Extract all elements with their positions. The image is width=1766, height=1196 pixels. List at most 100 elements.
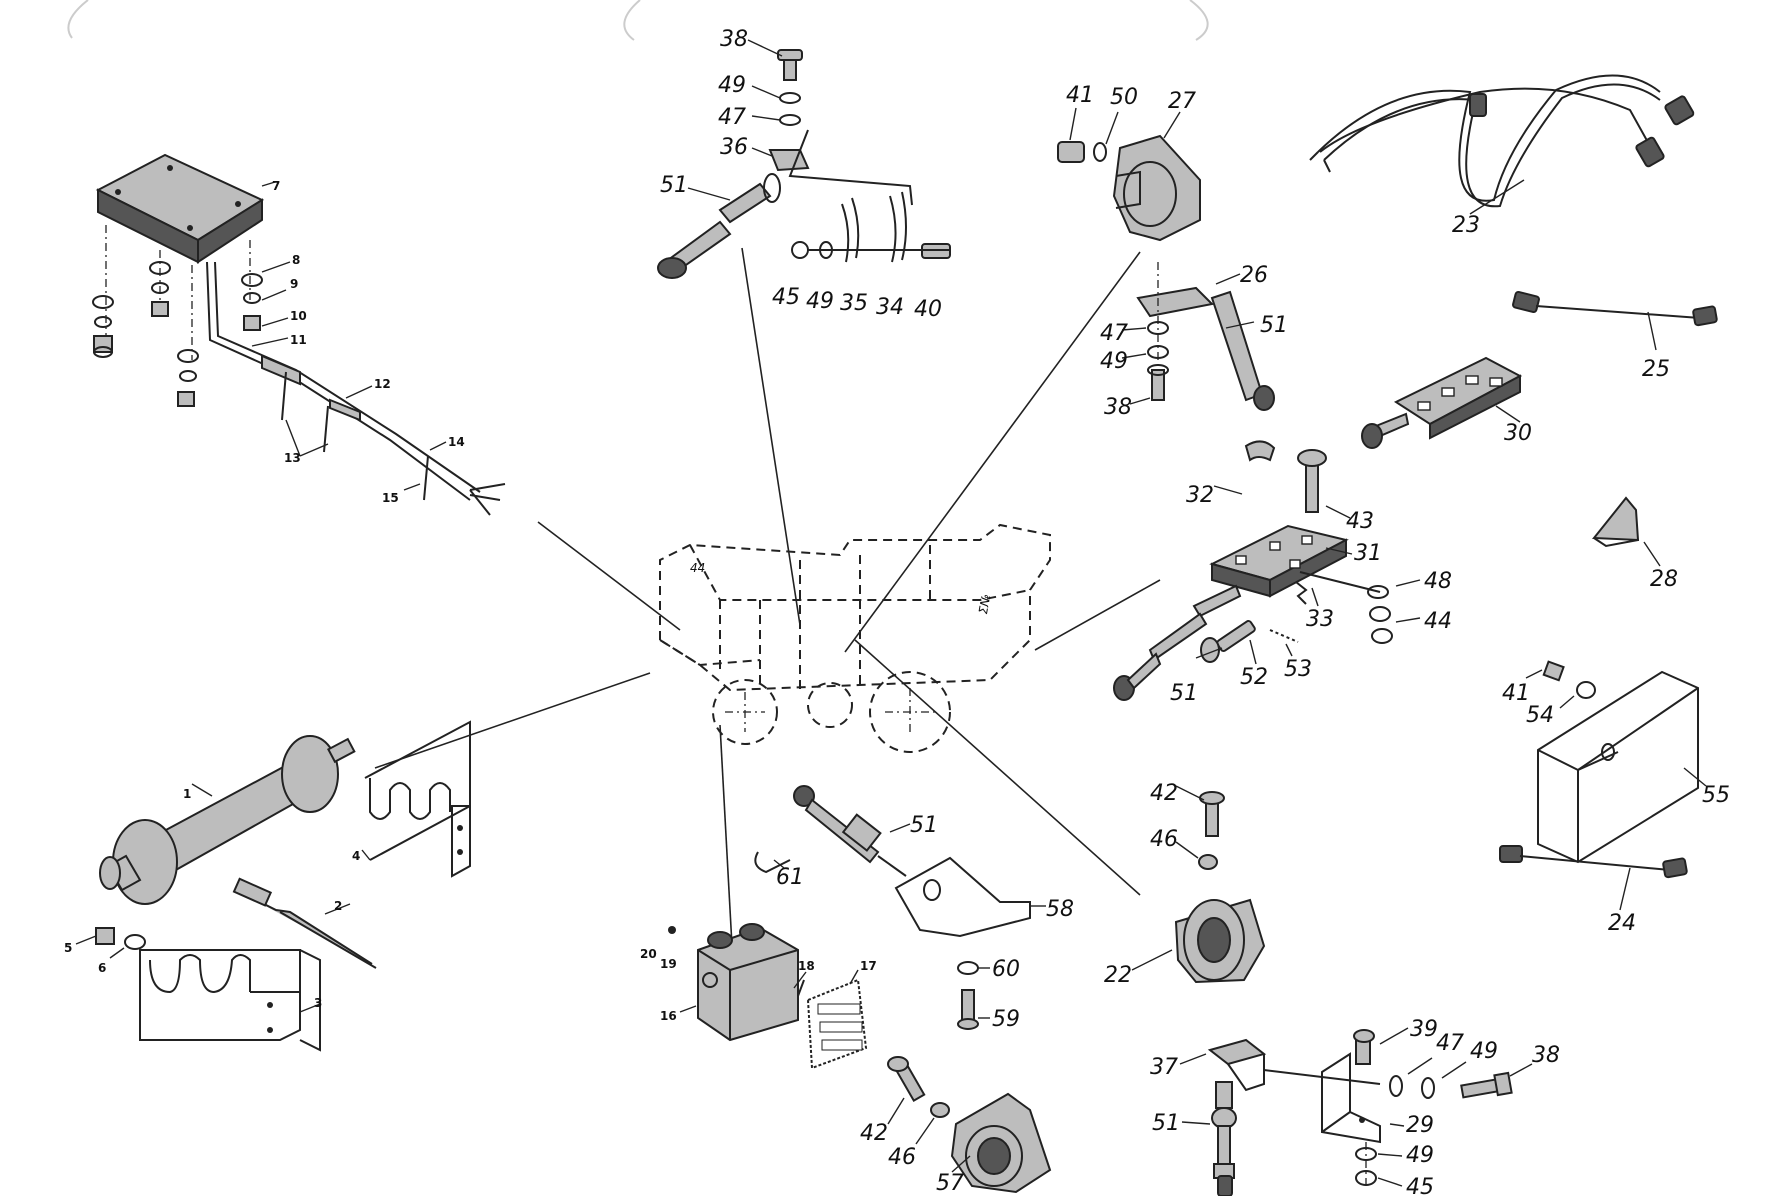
callout-5: 5 xyxy=(64,941,72,955)
callout-51: 51 xyxy=(1260,313,1288,338)
callout-61: 61 xyxy=(776,865,804,890)
callout-18: 18 xyxy=(798,959,815,973)
callout-59: 59 xyxy=(992,1007,1020,1032)
callout-29: 29 xyxy=(1406,1113,1434,1138)
callout-58: 58 xyxy=(1046,897,1074,922)
callout-28: 28 xyxy=(1650,567,1678,592)
callout-38: 38 xyxy=(720,27,748,52)
callout-49: 49 xyxy=(806,289,834,314)
callout-31: 31 xyxy=(1354,541,1382,566)
binder-holes xyxy=(67,0,1209,41)
callout-36: 36 xyxy=(720,135,748,160)
callout-10: 10 xyxy=(290,309,307,323)
callout-42: 42 xyxy=(860,1121,888,1146)
callout-4: 4 xyxy=(352,849,360,863)
callout-51: 51 xyxy=(1170,681,1198,706)
callout-50: 50 xyxy=(1110,85,1138,110)
callout-16: 16 xyxy=(660,1009,677,1023)
bracket-58-assembly xyxy=(754,785,1046,1030)
callout-49: 49 xyxy=(1406,1143,1434,1168)
callout-43: 43 xyxy=(1346,509,1374,534)
callout-55: 55 xyxy=(1702,783,1730,808)
callout-48: 48 xyxy=(1424,569,1452,594)
callout-2: 2 xyxy=(334,899,342,913)
callout-8: 8 xyxy=(292,253,300,267)
callout-32: 32 xyxy=(1186,483,1214,508)
callout-11: 11 xyxy=(290,333,307,347)
cab-mark: Σ№ xyxy=(976,593,993,615)
callout-52: 52 xyxy=(1240,665,1268,690)
mounting-plate-31-assembly xyxy=(1113,440,1421,701)
callout-1: 1 xyxy=(183,787,191,801)
callout-41: 41 xyxy=(1066,83,1094,108)
callout-49: 49 xyxy=(1100,349,1128,374)
callout-labels: 1 2 3 4 5 6 7 8 9 10 11 12 13 14 15 16 1… xyxy=(64,27,1730,1196)
callout-9: 9 xyxy=(290,277,298,291)
callout-37: 37 xyxy=(1150,1055,1178,1080)
callout-39: 39 xyxy=(1410,1017,1438,1042)
callout-12: 12 xyxy=(374,377,391,391)
flange-assembly-57 xyxy=(887,1056,1052,1194)
callout-38: 38 xyxy=(1532,1043,1560,1068)
callout-35: 35 xyxy=(840,291,868,316)
callout-22: 22 xyxy=(1104,963,1132,988)
angle-bracket-28 xyxy=(1591,496,1661,567)
flange-assembly-27 xyxy=(1057,107,1201,242)
callout-13: 13 xyxy=(284,451,301,465)
junction-box-16 xyxy=(668,923,868,1070)
callout-47: 47 xyxy=(718,105,746,130)
callout-49: 49 xyxy=(1470,1039,1498,1064)
callout-6: 6 xyxy=(98,961,106,975)
callout-27: 27 xyxy=(1168,89,1196,114)
cable-25 xyxy=(1512,290,1718,351)
machine-outline: 44 Σ№ xyxy=(659,523,1051,753)
callout-40: 40 xyxy=(914,297,942,322)
callout-46: 46 xyxy=(1150,827,1178,852)
callout-41: 41 xyxy=(1502,681,1530,706)
bracket-37-29-assembly xyxy=(1179,1027,1533,1196)
callout-47: 47 xyxy=(1436,1031,1464,1056)
callout-23: 23 xyxy=(1452,213,1480,238)
callout-14: 14 xyxy=(448,435,465,449)
sensor-bracket-assembly xyxy=(657,39,951,279)
flange-assembly-22 xyxy=(1131,785,1266,984)
callout-44: 44 xyxy=(1424,609,1452,634)
callout-60: 60 xyxy=(992,957,1020,982)
callout-53: 53 xyxy=(1284,657,1312,682)
callout-17: 17 xyxy=(860,959,877,973)
callout-51: 51 xyxy=(910,813,938,838)
reference-rays xyxy=(374,247,1161,947)
control-box-30 xyxy=(1361,356,1523,449)
bracket-26-assembly xyxy=(1121,262,1275,411)
callout-57: 57 xyxy=(936,1171,964,1196)
callout-30: 30 xyxy=(1504,421,1532,446)
callout-3: 3 xyxy=(314,996,322,1010)
callout-7: 7 xyxy=(272,179,280,193)
wiring-harness-23 xyxy=(1309,74,1695,215)
washer-icon xyxy=(92,261,263,407)
channel-bracket-55 xyxy=(1525,660,1707,864)
cab-mark: 44 xyxy=(690,561,705,575)
callout-42: 42 xyxy=(1150,781,1178,806)
callout-19: 19 xyxy=(660,957,677,971)
callout-51: 51 xyxy=(660,173,688,198)
callout-49: 49 xyxy=(718,73,746,98)
callout-45: 45 xyxy=(1406,1175,1434,1196)
callout-15: 15 xyxy=(382,491,399,505)
pedal-plate-assembly xyxy=(92,153,506,516)
cable-24 xyxy=(1499,845,1688,911)
callout-33: 33 xyxy=(1306,607,1334,632)
callout-45: 45 xyxy=(772,285,800,310)
callout-46: 46 xyxy=(888,1145,916,1170)
sensor-tube-assembly xyxy=(75,720,471,1052)
callout-20: 20 xyxy=(640,947,657,961)
callout-47: 47 xyxy=(1100,321,1128,346)
callout-51: 51 xyxy=(1152,1111,1180,1136)
callout-34: 34 xyxy=(876,295,904,320)
callout-54: 54 xyxy=(1526,703,1554,728)
callout-26: 26 xyxy=(1240,263,1268,288)
callout-24: 24 xyxy=(1608,911,1636,936)
callout-38: 38 xyxy=(1104,395,1132,420)
callout-25: 25 xyxy=(1642,357,1670,382)
